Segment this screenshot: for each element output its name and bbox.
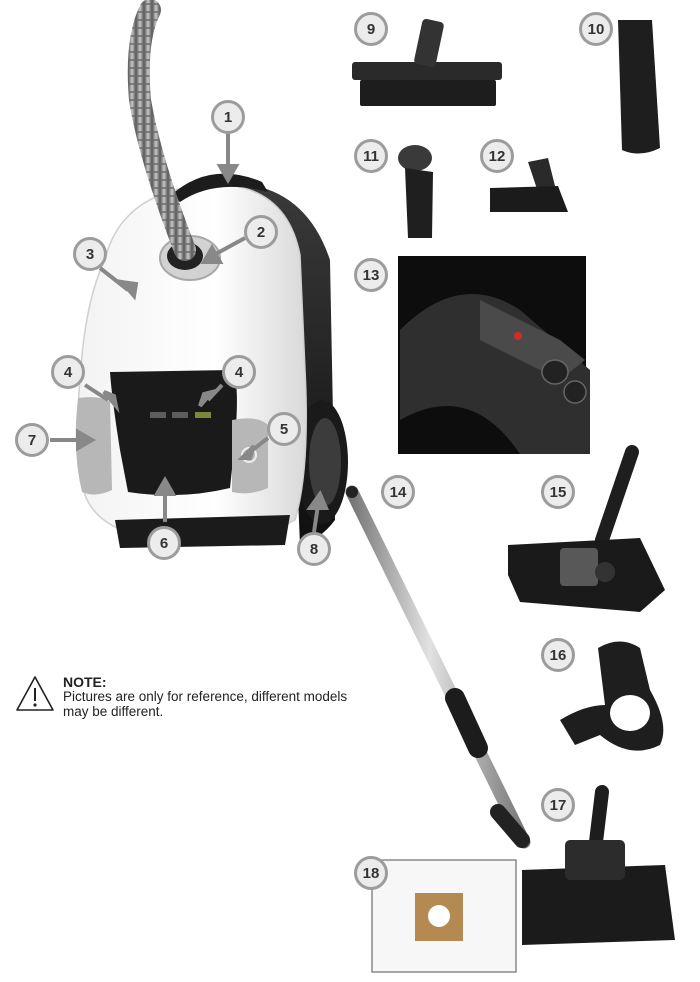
- upholstery-nozzle-image: [490, 158, 568, 212]
- note-title: NOTE:: [63, 674, 107, 690]
- callout-8: 8: [297, 532, 331, 566]
- callout-18: 18: [354, 856, 388, 890]
- callout-14: 14: [381, 475, 415, 509]
- callout-9: 9: [354, 12, 388, 46]
- dust-bag-image: [371, 859, 517, 973]
- callout-10: 10: [579, 12, 613, 46]
- turbo-brush-image: [522, 785, 675, 945]
- parquet-brush-image: [352, 18, 502, 106]
- suction-hose: [127, 0, 196, 261]
- vacuum-body: [75, 173, 348, 548]
- telescopic-tube-image: [345, 485, 531, 849]
- callout-5: 5: [267, 412, 301, 446]
- hose-handle-image: [398, 256, 590, 454]
- callout-3: 3: [73, 237, 107, 271]
- callout-7: 7: [15, 423, 49, 457]
- callout-11: 11: [354, 139, 388, 173]
- callout-6: 6: [147, 526, 181, 560]
- dusting-brush-image: [398, 145, 433, 238]
- crevice-tool-image: [618, 20, 660, 154]
- callout-15: 15: [541, 475, 575, 509]
- floor-nozzle-image: [508, 445, 665, 612]
- accessory-holder-image: [560, 641, 664, 751]
- callout-4-left: 4: [51, 355, 85, 389]
- callout-17: 17: [541, 788, 575, 822]
- callout-arrows: [50, 133, 330, 533]
- callout-2: 2: [244, 215, 278, 249]
- callout-16: 16: [541, 638, 575, 672]
- warning-triangle-icon: [16, 676, 54, 711]
- callout-13: 13: [354, 258, 388, 292]
- note-text: Pictures are only for reference, differe…: [63, 689, 348, 719]
- callout-1: 1: [211, 100, 245, 134]
- callout-12: 12: [480, 139, 514, 173]
- callout-4-right: 4: [222, 355, 256, 389]
